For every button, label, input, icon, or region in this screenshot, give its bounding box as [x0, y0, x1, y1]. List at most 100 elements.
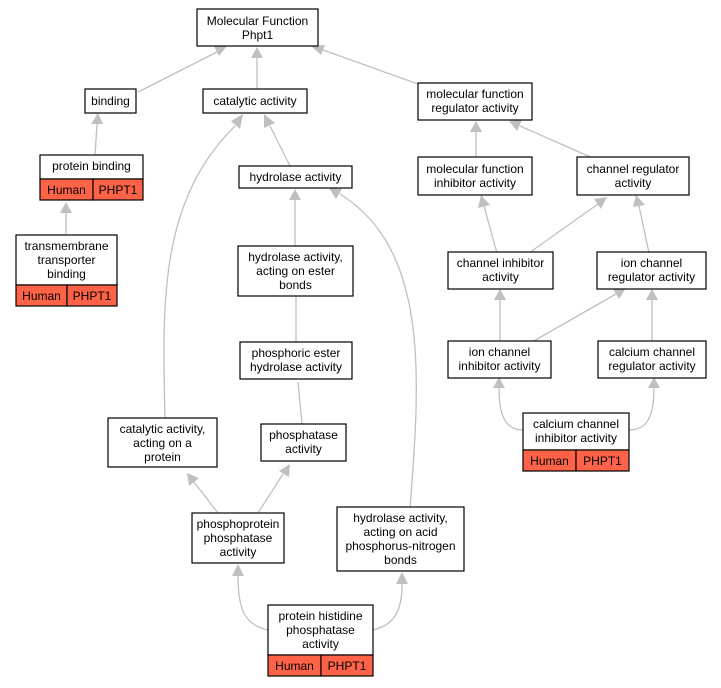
- arrow-calchanreg-to-ionchanreg: [646, 289, 658, 300]
- gene-label: PHPT1: [583, 454, 622, 468]
- node-label-line: inhibitor activity: [458, 359, 540, 373]
- edge-phosphatase-to-phosphoric: [297, 381, 303, 425]
- species-label: Human: [530, 454, 569, 468]
- node-label-line: protein histidine: [278, 609, 362, 623]
- node-label-line: Molecular Function: [207, 14, 308, 28]
- node-calcium-channel-inhibitor[interactable]: calcium channel inhibitor activity Human…: [522, 412, 630, 472]
- edge-acid-to-hydrolase: [339, 193, 417, 509]
- edge-chaninhib-to-inhibitor: [483, 205, 498, 254]
- species-label: Human: [275, 659, 314, 673]
- arrow-histidine-to-acid: [396, 572, 408, 584]
- arrow-calinhib-to-ioninhib: [493, 377, 505, 388]
- arrow-catalytic-to-root: [251, 47, 263, 58]
- arrow-transmembrane-to-proteinbinding: [60, 202, 72, 213]
- edge-histidine-to-phosphoprot: [237, 575, 269, 631]
- node-label-line: phosphorus-nitrogen: [345, 539, 455, 553]
- node-label-line: acting on a: [133, 436, 192, 450]
- edge-phosphoprot-to-phosphatase: [257, 473, 284, 514]
- node-label-line: ion channel: [469, 345, 530, 359]
- node-molecular-function-root[interactable]: Molecular Function Phpt1: [196, 8, 319, 47]
- node-label-line: hydrolase activity: [250, 360, 342, 374]
- edge-chaninhib-to-chanreg: [528, 203, 599, 254]
- edge-ionchanreg-to-chanreg: [638, 205, 650, 254]
- arrow-histidine-to-phosphoprot: [232, 564, 244, 576]
- node-label-line: catalytic activity: [213, 94, 296, 108]
- arrow-inhibitor-to-regulator: [470, 121, 482, 132]
- edge-phosphoprot-to-catprotein: [193, 481, 219, 514]
- node-label-line: Phpt1: [242, 28, 274, 42]
- node-label-line: phosphatase: [269, 428, 338, 442]
- node-label-line: regulator activity: [608, 270, 695, 284]
- edge-ioninhib-to-ionchanreg: [531, 293, 617, 343]
- edges: [60, 45, 660, 631]
- node-transmembrane-transporter-binding[interactable]: transmembrane transporter binding Human …: [15, 234, 118, 307]
- node-phosphoprotein-phosphatase[interactable]: phosphoprotein phosphatase activity: [191, 512, 285, 564]
- node-molecular-function-inhibitor[interactable]: molecular function inhibitor activity: [417, 156, 533, 196]
- node-label-line: binding: [91, 94, 130, 108]
- species-label: Human: [47, 183, 86, 197]
- node-label-line: activity: [482, 270, 519, 284]
- node-label-line: channel regulator: [587, 162, 680, 176]
- arrow-chaninhib-to-inhibitor: [478, 195, 490, 208]
- node-label-line: calcium channel: [533, 417, 619, 431]
- edge-catprotein-to-catalytic: [163, 125, 236, 419]
- arrow-hydrolase-to-catalytic: [264, 114, 275, 128]
- gene-label: PHPT1: [99, 183, 138, 197]
- node-hydrolase-acting-on-acid[interactable]: hydrolase activity, acting on acid phosp…: [336, 506, 465, 572]
- gene-label: PHPT1: [73, 289, 112, 303]
- node-label-line: transmembrane: [24, 239, 108, 253]
- node-catalytic-activity[interactable]: catalytic activity: [202, 88, 308, 114]
- node-label-line: activity: [615, 176, 652, 190]
- node-channel-regulator[interactable]: channel regulator activity: [576, 156, 690, 196]
- node-label-line: regulator activity: [431, 101, 518, 115]
- node-ion-channel-regulator[interactable]: ion channel regulator activity: [596, 251, 707, 290]
- arrow-acid-to-hydrolase: [329, 188, 342, 199]
- node-channel-inhibitor[interactable]: channel inhibitor activity: [447, 251, 554, 290]
- arrow-phosphoprot-to-catprotein: [187, 473, 199, 486]
- nodes: Molecular Function Phpt1 binding catalyt…: [15, 8, 707, 677]
- gene-label: PHPT1: [328, 659, 367, 673]
- node-label-line: phosphatase: [286, 623, 355, 637]
- arrow-ester-to-hydrolase: [289, 189, 301, 200]
- node-label-line: catalytic activity,: [120, 422, 206, 436]
- node-label-line: protein binding: [52, 159, 131, 173]
- node-molecular-function-regulator[interactable]: molecular function regulator activity: [417, 82, 533, 121]
- node-calcium-channel-regulator[interactable]: calcium channel regulator activity: [597, 340, 707, 379]
- edge-hydrolase-to-catalytic: [269, 125, 291, 167]
- edge-binding-to-root: [137, 51, 218, 93]
- arrow-ioninhib-to-chaninhib: [494, 289, 506, 300]
- node-label-line: activity: [302, 637, 339, 651]
- node-phosphoric-ester-hydrolase[interactable]: phosphoric ester hydrolase activity: [239, 341, 353, 380]
- node-label-line: activity: [220, 545, 257, 559]
- node-label-line: activity: [285, 442, 322, 456]
- node-label-line: phosphoric ester: [252, 346, 341, 360]
- edge-calinhib-to-ioninhib: [498, 387, 524, 431]
- node-ion-channel-inhibitor[interactable]: ion channel inhibitor activity: [447, 340, 552, 379]
- node-label-line: binding: [47, 267, 86, 281]
- node-label-line: molecular function: [426, 87, 523, 101]
- node-label-line: ion channel: [621, 256, 682, 270]
- node-label-line: hydrolase activity: [249, 170, 341, 184]
- edge-chanreg-to-regulator: [519, 125, 596, 160]
- arrow-binding-to-root: [214, 46, 227, 56]
- arrow-proteinbinding-to-binding: [91, 113, 103, 124]
- arrow-calinhib-to-calchanreg: [648, 377, 660, 388]
- node-label-line: bonds: [279, 278, 312, 292]
- node-binding[interactable]: binding: [84, 88, 137, 114]
- node-label-line: channel inhibitor: [457, 256, 544, 270]
- arrow-catprotein-to-catalytic: [231, 114, 243, 129]
- node-protein-binding[interactable]: protein binding Human PHPT1: [39, 154, 144, 201]
- edge-regulator-to-root: [322, 49, 419, 85]
- node-catalytic-acting-on-protein[interactable]: catalytic activity, acting on a protein: [107, 417, 218, 468]
- node-label-line: bonds: [384, 553, 417, 567]
- node-hydrolase-acting-on-ester[interactable]: hydrolase activity, acting on ester bond…: [237, 245, 354, 297]
- node-phosphatase-activity[interactable]: phosphatase activity: [260, 423, 347, 462]
- edge-proteinbinding-to-binding: [94, 123, 98, 157]
- node-protein-histidine-phosphatase[interactable]: protein histidine phosphatase activity H…: [267, 604, 374, 677]
- arrow-chaninhib-to-chanreg: [594, 197, 607, 209]
- node-hydrolase-activity[interactable]: hydrolase activity: [238, 165, 353, 189]
- node-label-line: inhibitor activity: [434, 176, 516, 190]
- node-label-line: phosphoprotein: [197, 517, 280, 531]
- arrow-ioninhib-to-ionchanreg: [613, 288, 626, 299]
